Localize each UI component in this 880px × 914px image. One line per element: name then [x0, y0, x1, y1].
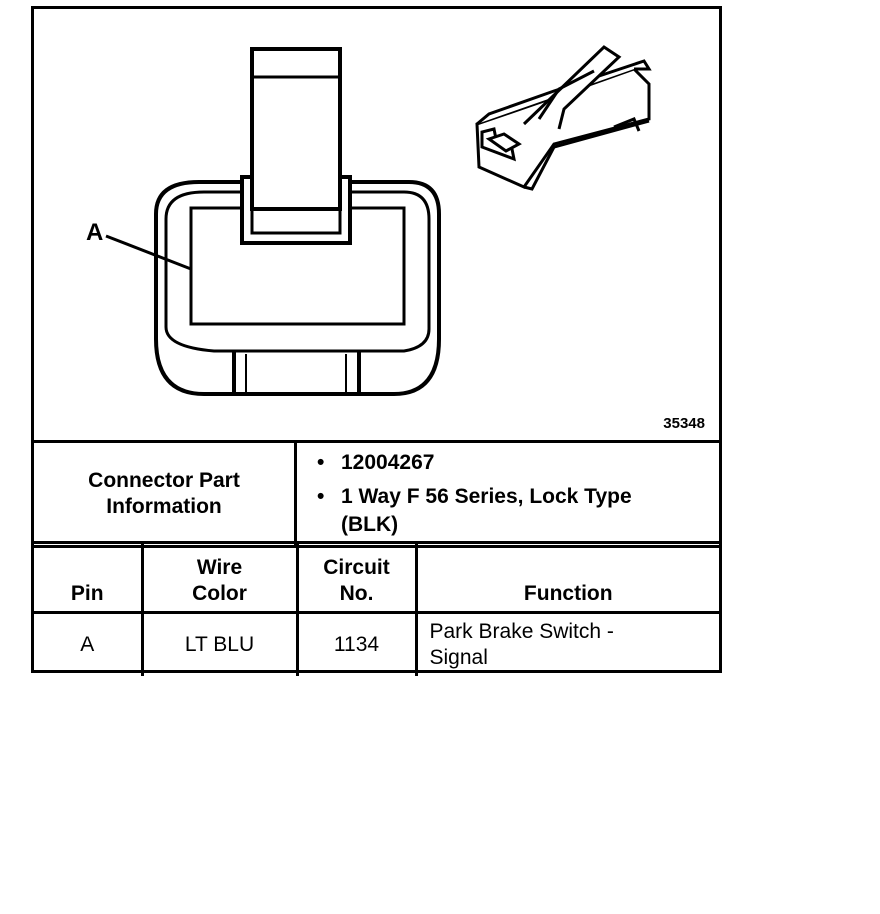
callout-label-a: A — [86, 219, 104, 246]
pin-function-table: Pin Wire Color Circuit No. Function A LT… — [34, 541, 719, 676]
figure-number: 35348 — [663, 415, 705, 432]
connector-part-description: 1 Way F 56 Series, Lock Type (BLK) — [317, 483, 641, 539]
connector-part-number: 12004267 — [317, 449, 709, 477]
connector-part-label-line1: Connector Part — [88, 469, 240, 492]
callout-leader-line — [105, 234, 192, 271]
header-circuit-line1: Circuit — [323, 556, 390, 579]
connector-inner-shell — [164, 190, 431, 353]
connector-part-info-values: 12004267 1 Way F 56 Series, Lock Type (B… — [294, 440, 719, 548]
connector-part-info-table: Connector Part Information 12004267 1 Wa… — [34, 440, 719, 548]
cell-function: Park Brake Switch - Signal — [414, 611, 719, 676]
header-circuit-no: Circuit No. — [295, 541, 418, 614]
cell-pin: A — [34, 611, 144, 676]
pin-table-header-row: Pin Wire Color Circuit No. Function — [34, 541, 719, 614]
connector-part-label-line2: Information — [106, 495, 222, 518]
header-wire-color-line2: Color — [192, 582, 247, 605]
cell-circuit: 1134 — [295, 611, 418, 676]
table-row: A LT BLU 1134 Park Brake Switch - Signal — [34, 611, 719, 676]
header-function: Function — [414, 541, 719, 614]
connector-diagram-frame: A 35348 Connector Part Information 12004… — [31, 6, 722, 676]
lock-tab-arm — [250, 47, 342, 211]
connector-face-view — [105, 45, 652, 396]
header-circuit-line2: No. — [339, 582, 374, 605]
connector-part-info-row: Connector Part Information 12004267 1 Wa… — [34, 440, 719, 548]
connector-drawing-area: A 35348 — [34, 9, 719, 439]
header-wire-color: Wire Color — [140, 541, 299, 614]
bottom-key — [232, 351, 361, 396]
cell-wire-color: LT BLU — [140, 611, 299, 676]
connector-isometric-view — [475, 45, 652, 191]
header-pin: Pin — [34, 541, 144, 614]
header-wire-color-line1: Wire — [196, 556, 243, 579]
connector-part-info-label: Connector Part Information — [34, 440, 297, 548]
